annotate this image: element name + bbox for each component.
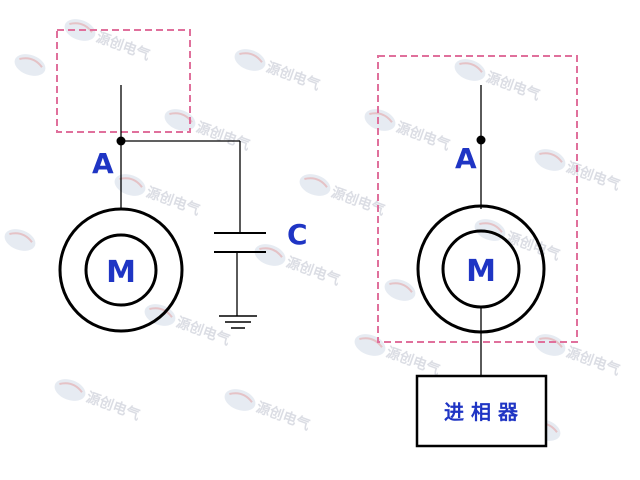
right-node-label: A	[455, 142, 477, 175]
watermark-logo: 源创电气	[299, 174, 387, 219]
right-dashed-box	[377, 55, 578, 343]
capacitor-symbol	[214, 232, 266, 316]
watermark-text: 源创电气	[84, 389, 142, 424]
watermark-text: 源创电气	[264, 59, 322, 94]
phase-advancer-box	[415, 374, 548, 448]
left-node-label: A	[92, 147, 114, 180]
left-circuit: A M C	[56, 29, 308, 333]
watermark-logo: 源创电气	[144, 304, 232, 349]
watermark-logo: 源创电气	[224, 389, 312, 434]
watermark-logo: 源创电气	[534, 334, 622, 379]
watermark-text: 源创电气	[384, 344, 442, 379]
watermark-text: 源创电气	[94, 29, 152, 64]
watermark-logo: 源创电气	[54, 379, 142, 424]
right-motor-label: M	[466, 254, 496, 289]
watermark-logo: 源创电气	[354, 334, 442, 379]
left-motor: M	[58, 207, 184, 333]
left-node-dot	[116, 136, 126, 146]
watermark-logo: 源创电气	[64, 19, 152, 64]
ground-icon	[219, 315, 257, 329]
phase-advancer-label: 进 相 器	[444, 400, 519, 424]
watermark-text: 源创电气	[174, 314, 232, 349]
watermark-logo: 源创电气	[114, 174, 202, 219]
watermark-text: 源创电气	[284, 254, 342, 289]
watermark-text: 源创电气	[564, 159, 622, 194]
watermark-logo	[14, 54, 46, 76]
left-motor-label: M	[106, 255, 136, 290]
watermark-text: 源创电气	[254, 399, 312, 434]
watermark-text: 源创电气	[194, 119, 252, 154]
watermark-logo: 源创电气	[164, 109, 252, 154]
watermark-text: 源创电气	[484, 69, 542, 104]
watermark-logo: 源创电气	[234, 49, 322, 94]
watermark-logo: 源创电气	[364, 109, 452, 154]
watermark-text: 源创电气	[394, 119, 452, 154]
right-node-dot	[476, 135, 486, 145]
watermark-text: 源创电气	[564, 344, 622, 379]
right-circuit: A M 进 相 器	[377, 55, 578, 448]
watermark-logo	[384, 279, 416, 301]
watermark-logo: 源创电气	[454, 59, 542, 104]
capacitor-label: C	[287, 218, 308, 251]
watermark-logo	[4, 229, 36, 251]
left-dashed-box	[56, 29, 191, 133]
watermark-text: 源创电气	[144, 184, 202, 219]
